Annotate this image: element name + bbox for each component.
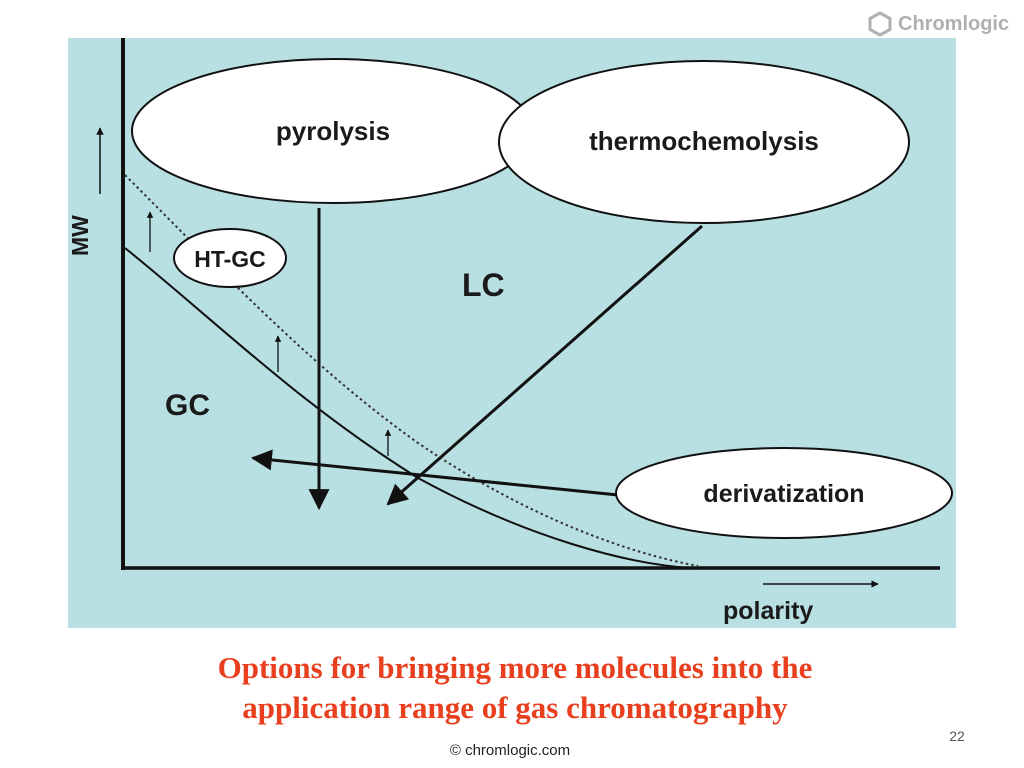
thermochemolysis-label: thermochemolysis <box>589 126 819 156</box>
region-label-gc: GC <box>165 389 210 422</box>
caption-line-2: application range of gas chromatography <box>242 690 788 725</box>
ht-gc-bubble <box>173 228 287 288</box>
slide-caption: Options for bringing more molecules into… <box>100 648 930 728</box>
brand-logo: Chromlogic <box>868 10 1009 38</box>
hexagon-logo-icon <box>868 11 892 37</box>
derivatization-arrow <box>250 449 629 498</box>
thermochemolysis-bubble <box>498 60 910 224</box>
y-axis-label: MW <box>68 215 93 256</box>
region-label-lc: LC <box>462 267 505 303</box>
x-axis-label: polarity <box>723 597 813 625</box>
derivatization-bubble <box>615 447 953 539</box>
derivatization-label: derivatization <box>703 480 864 508</box>
extended-gc-boundary-curve <box>124 174 699 567</box>
thermochemolysis-arrow <box>386 224 703 506</box>
gc-application-range-diagram: MW polarity LC GC pyrolysis thermochemol… <box>68 38 956 628</box>
ht-gc-label: HT-GC <box>194 246 266 272</box>
copyright-credit: © chromlogic.com <box>449 742 571 759</box>
pyrolysis-label: pyrolysis <box>276 116 390 146</box>
caption-line-1: Options for bringing more molecules into… <box>217 650 813 685</box>
brand-name: Chromlogic <box>898 12 1010 35</box>
page-number: 22 <box>949 728 965 744</box>
